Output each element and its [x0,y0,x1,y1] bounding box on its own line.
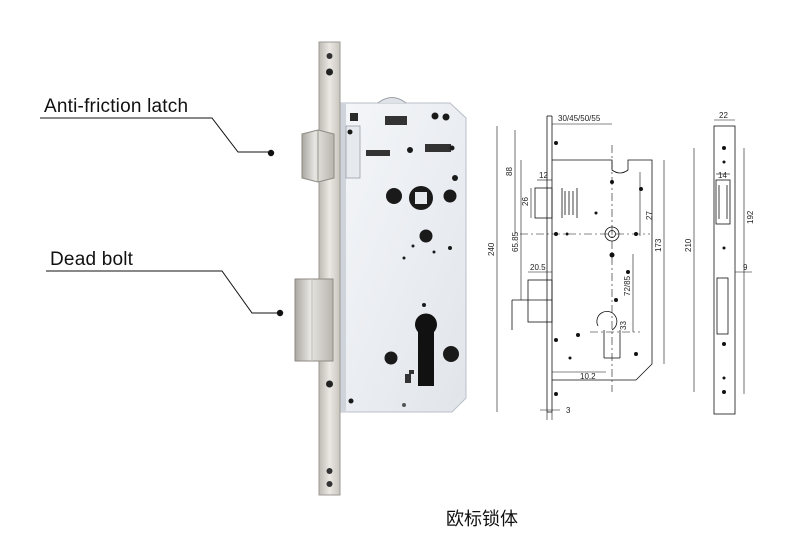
front-view-marks [554,141,643,396]
technical-drawing-front [496,115,665,420]
dim-65-85: 65.85 [511,231,520,252]
dim-210: 210 [684,238,693,252]
dim-192: 192 [746,210,755,224]
dead-bolt-label: Dead bolt [50,249,134,270]
side-view-marks [722,146,726,394]
dim-72-85: 72/85 [623,275,632,296]
dim-20-5: 20.5 [530,263,546,272]
dim-22: 22 [719,111,728,120]
dim-240: 240 [487,242,496,256]
dimension-labels: 30/45/50/55 88 12 26 27 240 65.85 173 20… [487,111,755,415]
dim-173: 173 [654,238,663,252]
dim-12: 12 [539,171,548,180]
deadbolt-leader-line [46,270,284,317]
dim-88: 88 [505,167,514,176]
dim-27: 27 [645,211,654,220]
dim-33: 33 [619,321,628,330]
dim-26: 26 [521,197,530,206]
technical-drawing-side [693,119,752,415]
caption: 欧标锁体 [446,509,518,530]
case-features [345,112,459,407]
screw-hole [326,380,333,388]
faceplate [318,41,341,496]
dim-backset: 30/45/50/55 [558,114,601,123]
dim-10-2: 10.2 [580,372,596,381]
screw-hole [326,468,333,474]
screw-hole [326,68,333,76]
dim-9: 9 [743,263,748,272]
anti-friction-latch-label: Anti-friction latch [44,96,189,117]
screw-hole [326,481,333,487]
dim-3: 3 [566,406,571,415]
dim-14: 14 [718,171,727,180]
anti-friction-latch [301,129,335,183]
latch-leader-line [40,117,275,157]
dead-bolt [294,278,334,362]
screw-hole [326,53,333,59]
